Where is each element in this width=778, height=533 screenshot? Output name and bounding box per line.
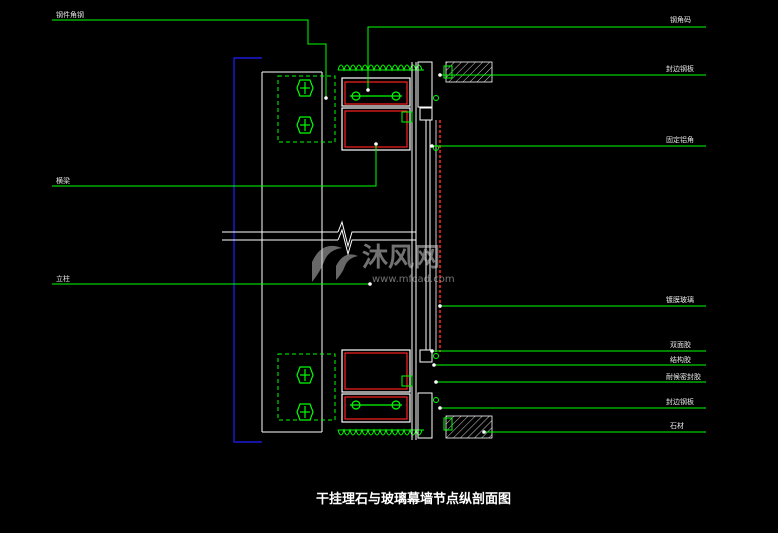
watermark-brand: 沐风网 bbox=[362, 243, 440, 273]
label-coated-glass: 镀膜玻璃 bbox=[666, 295, 694, 304]
label-steel-bracket: 钢角码 bbox=[670, 15, 691, 24]
break-line bbox=[222, 220, 416, 256]
drawing-title: 干挂理石与玻璃幕墙节点纵剖面图 bbox=[316, 491, 511, 507]
watermark-url: www.mfcad.com bbox=[372, 274, 455, 285]
coated-glass-pane bbox=[435, 120, 441, 352]
bolt-icon bbox=[296, 403, 314, 421]
steel-angle-plates bbox=[277, 75, 336, 421]
label-double-sided-tape: 双面胶 bbox=[670, 340, 691, 349]
leader-dots bbox=[324, 73, 486, 434]
clip-details bbox=[401, 95, 439, 403]
watermark: 沐风网 www.mfcad.com bbox=[312, 243, 455, 285]
sealant-zigzag-bottom bbox=[337, 428, 424, 436]
blue-outer-frame bbox=[233, 57, 262, 443]
transom-profile-top bbox=[341, 77, 411, 151]
stone-panels bbox=[443, 61, 493, 439]
transom-profile-bottom bbox=[341, 349, 411, 423]
leader-lines-left bbox=[52, 19, 377, 285]
label-structural-sealant: 结构胶 bbox=[670, 355, 691, 364]
watermark-logo-icon bbox=[312, 245, 358, 282]
bolt-icon bbox=[296, 116, 314, 134]
label-edge-steel-plate-top: 封边钢板 bbox=[666, 64, 694, 73]
sealant-zigzag-top bbox=[337, 64, 424, 72]
label-steel-angle: 钢件角钢 bbox=[56, 10, 84, 19]
label-column: 立柱 bbox=[56, 274, 70, 283]
label-fixed-aluminum-angle: 固定铝角 bbox=[666, 135, 694, 144]
leader-lines-right bbox=[367, 26, 706, 433]
label-edge-steel-plate-bottom: 封边钢板 bbox=[666, 397, 694, 406]
label-weather-sealant: 耐候密封胶 bbox=[666, 372, 701, 381]
bolt-group bbox=[296, 79, 314, 421]
bolt-icon bbox=[296, 79, 314, 97]
label-transom: 横梁 bbox=[56, 176, 70, 185]
label-stone: 石材 bbox=[670, 421, 684, 430]
bolt-icon bbox=[296, 366, 314, 384]
